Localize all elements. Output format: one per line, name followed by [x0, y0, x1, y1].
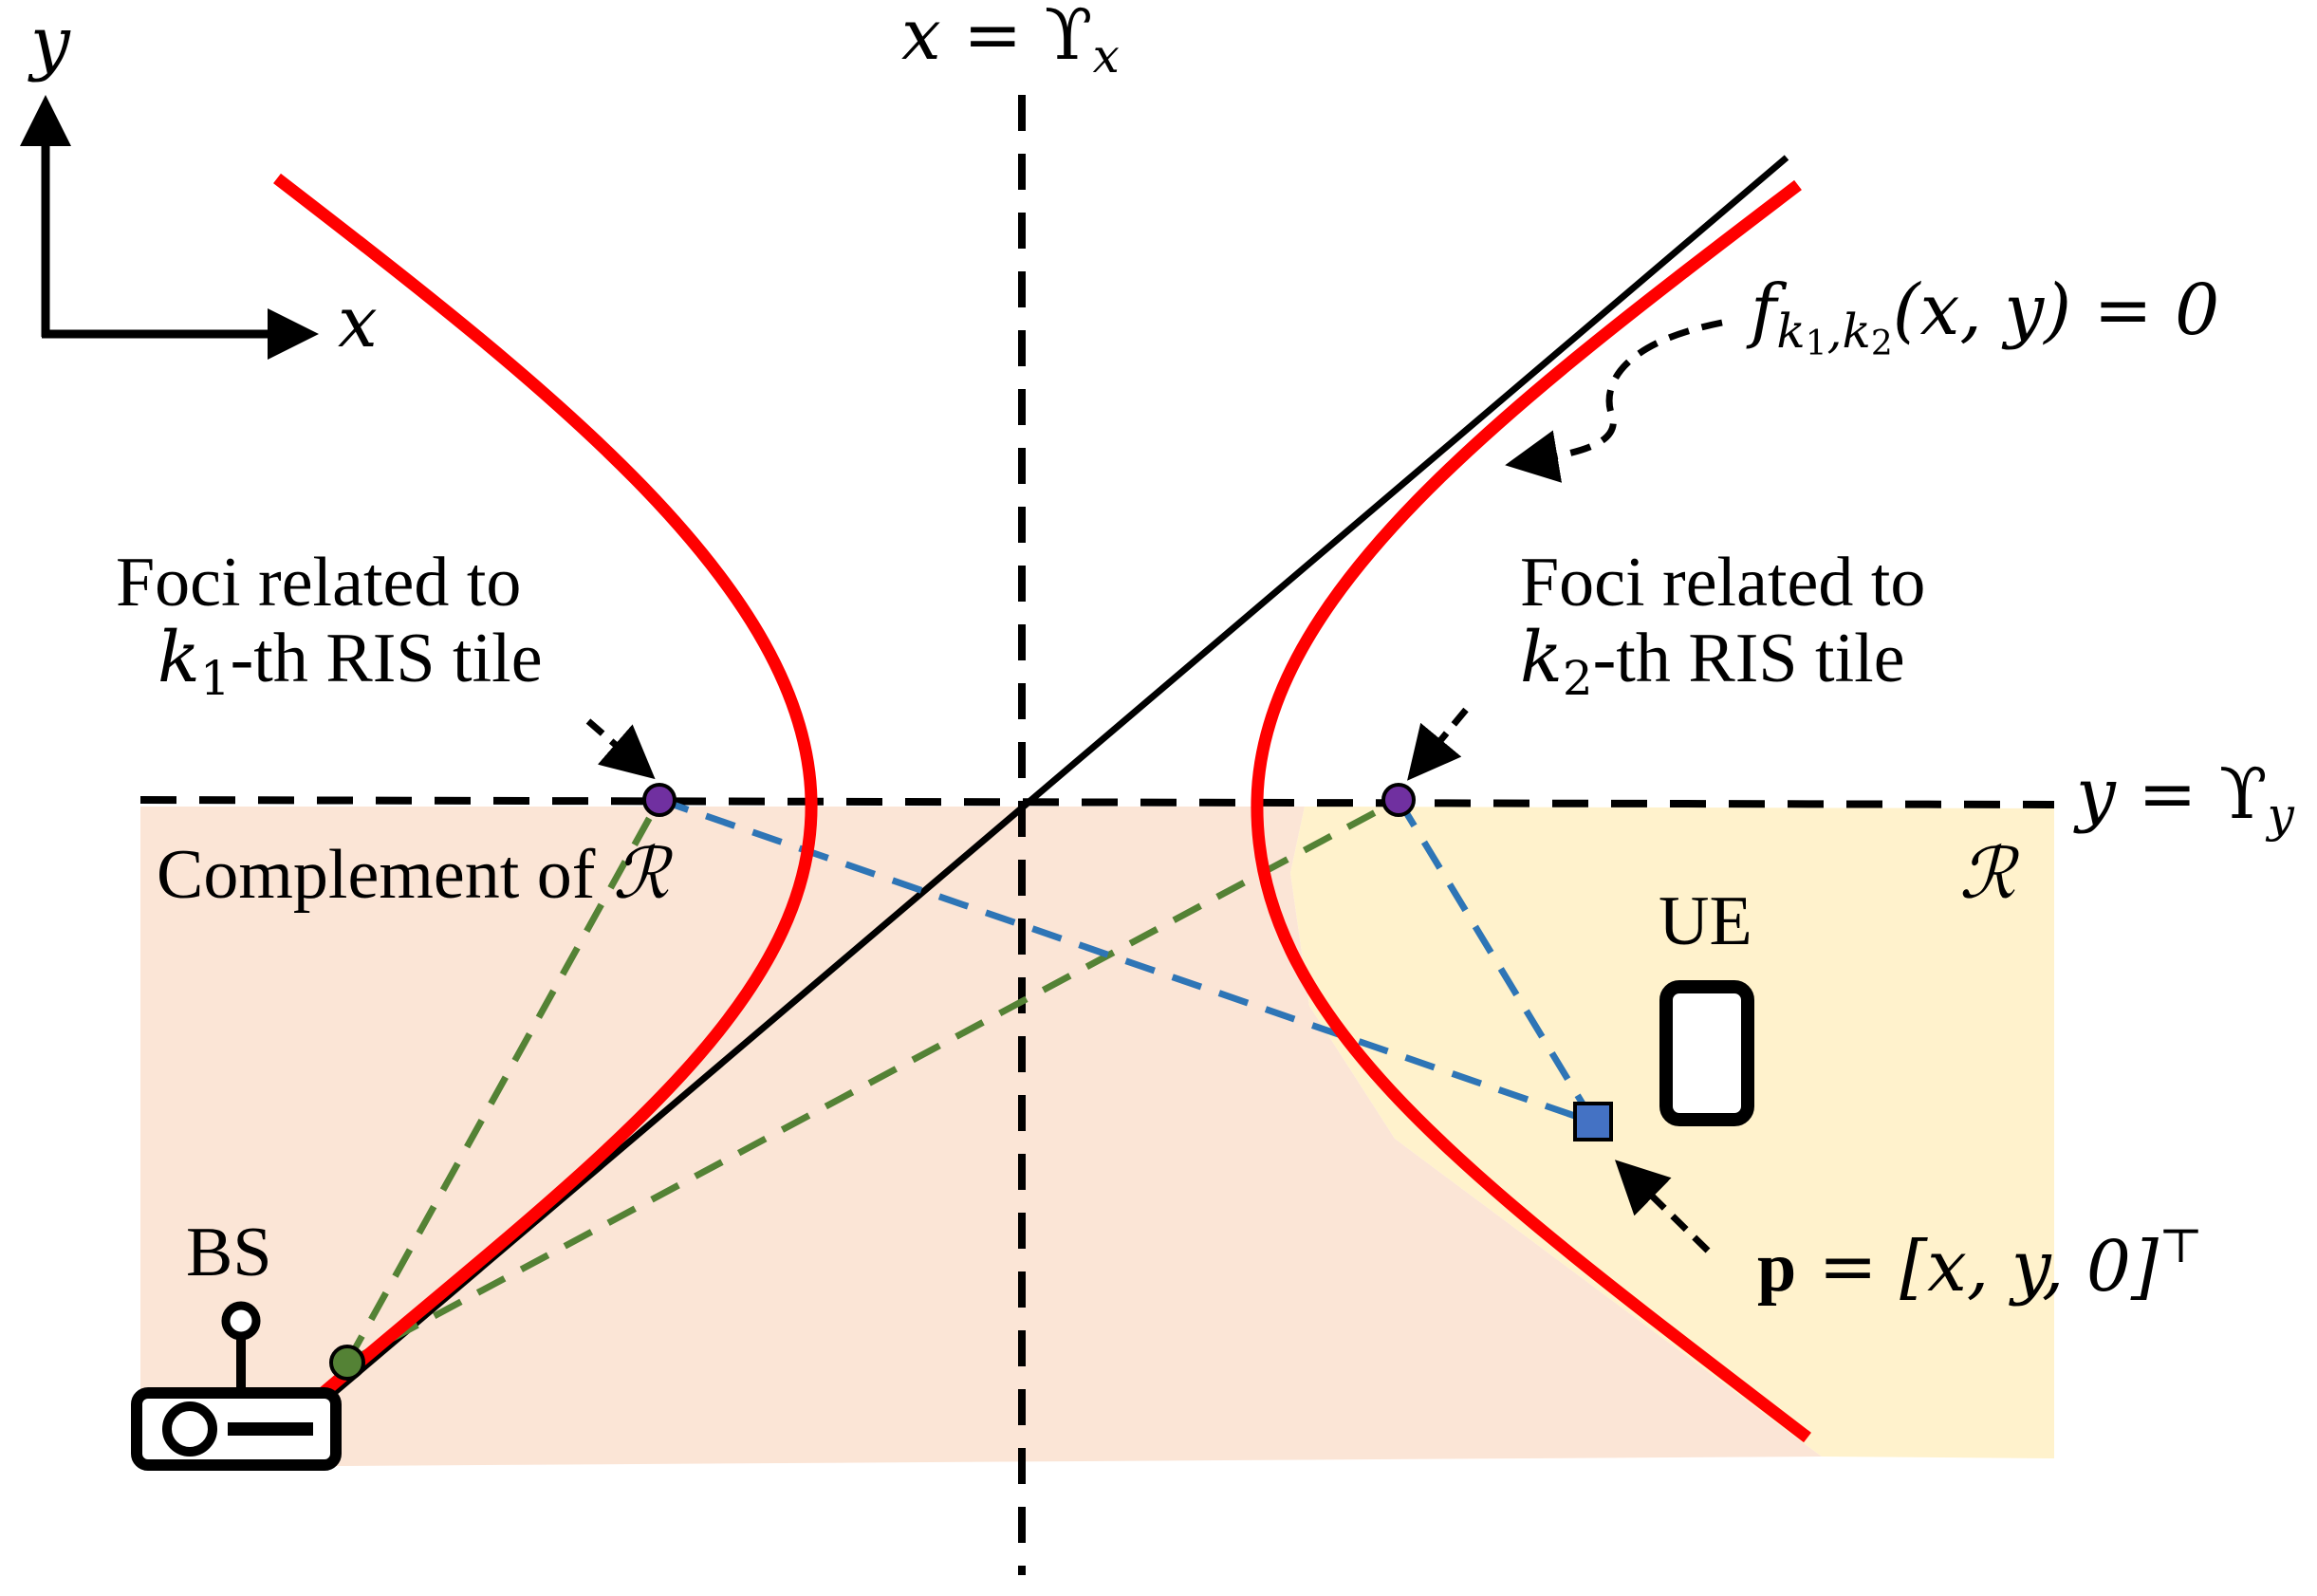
bs-router-icon	[131, 1301, 342, 1471]
foci-left-line1: Foci related to	[116, 544, 521, 622]
x-axis-label: x	[338, 282, 378, 363]
foci-right-line1: Foci related to	[1520, 544, 1925, 622]
foci-left-line2: k1-th RIS tile	[158, 617, 543, 706]
ue-point-marker	[1573, 1102, 1613, 1141]
ue-label: UE	[1659, 882, 1752, 960]
y-axis-label: y	[28, 2, 71, 84]
hyperbola-left-branch	[273, 173, 818, 1400]
hyperbola-pointer-arrow	[1505, 319, 1723, 483]
right-focus-point	[1381, 783, 1416, 817]
left-focus-point	[642, 783, 677, 817]
point-p-pointer-arrow	[1614, 1160, 1711, 1253]
blue-path-from-left-focus	[658, 796, 1596, 1126]
asymptote-line	[331, 155, 1789, 1396]
green-path-to-left-focus	[343, 798, 663, 1364]
bs-label: BS	[186, 1214, 272, 1291]
region-r	[1290, 807, 2054, 1458]
blue-path-from-right-focus	[1396, 798, 1597, 1124]
foci-right-pointer-arrow	[1407, 707, 1469, 781]
hyperbola-right-branch	[1251, 179, 1811, 1443]
point-p-label: p = [x, y, 0]⊤	[1757, 1218, 2203, 1308]
foci-right-line2: k2-th RIS tile	[1520, 617, 1905, 706]
vertical-line-label: x = ϒx	[901, 0, 1120, 84]
region-r-label: ℛ	[1959, 833, 2020, 915]
foci-left-pointer-arrow	[585, 718, 656, 780]
green-path-to-right-focus	[345, 796, 1400, 1366]
complement-region-label: Complement of ℛ	[157, 833, 674, 915]
horizontal-line-label: y = ϒy	[2073, 753, 2295, 843]
horizontal-dashed-line	[139, 796, 2055, 808]
hyperbola-equation-label: fk1,k2(x, y) = 0	[1746, 269, 2219, 363]
ue-phone-icon	[1659, 980, 1754, 1126]
bs-point	[329, 1345, 365, 1381]
